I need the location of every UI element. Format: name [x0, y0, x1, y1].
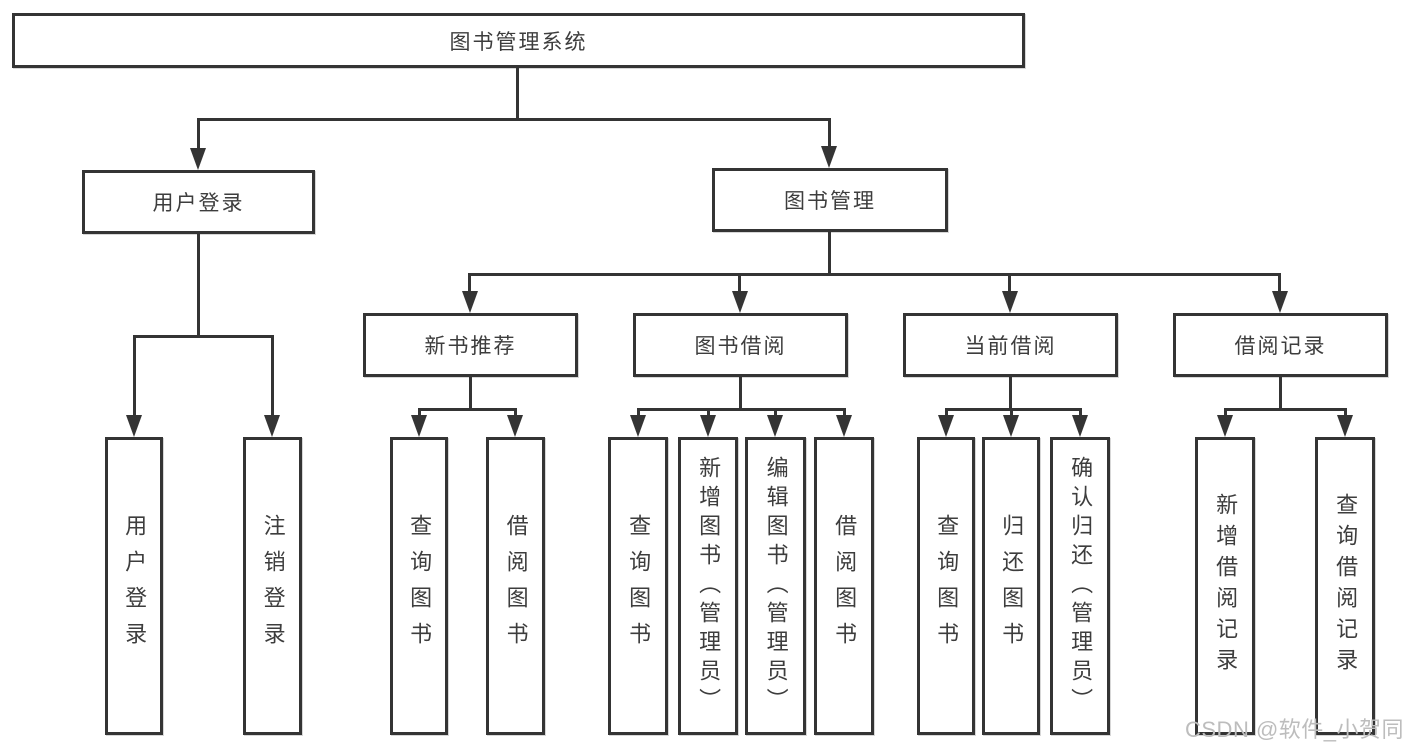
node-user-login-action: 用户登录	[105, 437, 163, 735]
connector-line	[514, 408, 517, 417]
arrow-down-icon	[821, 146, 837, 168]
connector-line	[468, 273, 1281, 276]
node-borrow-books-borrowing: 借阅图书	[814, 437, 874, 735]
arrow-down-icon	[1002, 291, 1018, 313]
connector-line	[197, 234, 200, 335]
arrow-down-icon	[411, 415, 427, 437]
arrow-down-icon	[767, 415, 783, 437]
connector-line	[828, 232, 831, 273]
arrow-down-icon	[126, 415, 142, 437]
connector-line	[1079, 408, 1082, 417]
node-add-borrow-record: 新增借阅记录	[1195, 437, 1255, 735]
connector-line	[197, 118, 200, 150]
arrow-down-icon	[732, 291, 748, 313]
arrow-down-icon	[938, 415, 954, 437]
connector-line	[945, 408, 948, 417]
node-new-book-recommendation: 新书推荐	[363, 313, 578, 377]
arrow-down-icon	[1217, 415, 1233, 437]
node-borrowing-records: 借阅记录	[1173, 313, 1388, 377]
connector-line	[1008, 273, 1011, 293]
arrow-down-icon	[700, 415, 716, 437]
connector-line	[1009, 377, 1012, 408]
arrow-down-icon	[630, 415, 646, 437]
connector-line	[1010, 408, 1013, 417]
node-return-books: 归还图书	[982, 437, 1040, 735]
connector-line	[843, 408, 846, 417]
arrow-down-icon	[462, 291, 478, 313]
node-logout-action: 注销登录	[243, 437, 302, 735]
node-user-login: 用户登录	[82, 170, 315, 234]
arrow-down-icon	[836, 415, 852, 437]
connector-line	[271, 335, 274, 417]
node-query-books-recommend: 查询图书	[390, 437, 448, 735]
connector-line	[1224, 408, 1227, 417]
connector-line	[133, 335, 274, 338]
node-add-book-admin: 新增图书（管理员）	[678, 437, 738, 735]
node-borrow-books-recommend: 借阅图书	[486, 437, 545, 735]
connector-line	[1279, 377, 1282, 408]
connector-line	[1278, 273, 1281, 293]
node-confirm-return-admin: 确认归还（管理员）	[1050, 437, 1110, 735]
connector-line	[469, 377, 472, 408]
node-query-books-current: 查询图书	[917, 437, 975, 735]
connector-line	[738, 273, 741, 293]
arrow-down-icon	[507, 415, 523, 437]
arrow-down-icon	[1272, 291, 1288, 313]
node-book-management: 图书管理	[712, 168, 948, 232]
connector-line	[707, 408, 710, 417]
arrow-down-icon	[264, 415, 280, 437]
connector-line	[468, 273, 471, 293]
connector-line	[1224, 408, 1347, 411]
arrow-down-icon	[1337, 415, 1353, 437]
node-query-borrow-record: 查询借阅记录	[1315, 437, 1375, 735]
connector-line	[516, 68, 519, 118]
connector-line	[739, 377, 742, 408]
connector-line	[133, 335, 136, 417]
arrow-down-icon	[1072, 415, 1088, 437]
connector-line	[774, 408, 777, 417]
arrow-down-icon	[1003, 415, 1019, 437]
connector-line	[637, 408, 846, 411]
connector-line	[1344, 408, 1347, 417]
arrow-down-icon	[190, 148, 206, 170]
node-edit-book-admin: 编辑图书（管理员）	[745, 437, 806, 735]
connector-line	[197, 118, 831, 121]
connector-line	[418, 408, 421, 417]
connector-line	[418, 408, 517, 411]
node-query-books-borrowing: 查询图书	[608, 437, 668, 735]
connector-line	[828, 118, 831, 148]
watermark: CSDN @软件_小贺同学	[1185, 717, 1405, 742]
node-library-system: 图书管理系统	[12, 13, 1025, 68]
node-book-borrowing: 图书借阅	[633, 313, 848, 377]
node-current-borrowing: 当前借阅	[903, 313, 1118, 377]
connector-line	[637, 408, 640, 417]
connector-line	[945, 408, 1081, 411]
